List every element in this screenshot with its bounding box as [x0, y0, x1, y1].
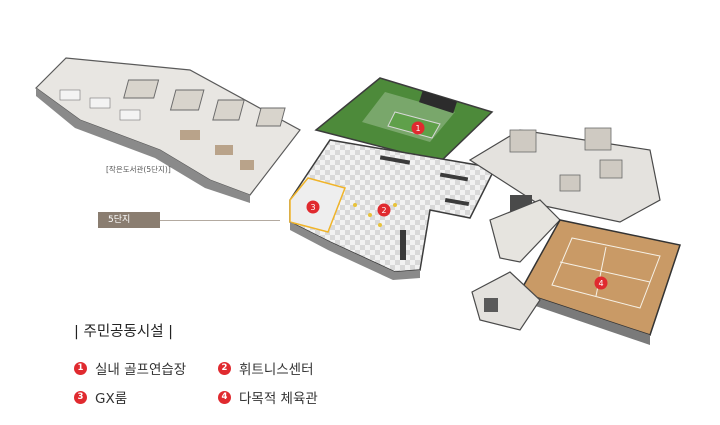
- south-block: [471, 271, 541, 331]
- legend-badge-3: 3: [74, 390, 87, 404]
- legend-item-1: 1 실내 골프연습장: [74, 358, 186, 378]
- legend-item-2: 2 휘트니스센터: [218, 358, 314, 378]
- golf-room-area: [314, 77, 494, 163]
- east-rooms-block: [468, 127, 661, 223]
- map-marker-1-label: 1: [415, 124, 420, 133]
- legend-item-3: 3 GX룸: [74, 387, 127, 407]
- legend-label-4: 다목적 체육관: [239, 391, 318, 407]
- map-marker-4: 4: [594, 276, 608, 290]
- legend-label-1: 실내 골프연습장: [95, 362, 187, 378]
- map-marker-4-label: 4: [598, 279, 603, 288]
- facility-legend: | 주민공동시설 | 1 실내 골프연습장 2 휘트니스센터 3 GX룸 4 다…: [74, 320, 354, 415]
- legend-badge-2: 2: [218, 361, 231, 375]
- map-marker-1: 1: [411, 121, 425, 135]
- fitness-gx-area: [289, 139, 497, 280]
- legend-label-3: GX룸: [95, 391, 128, 407]
- complex-tag-leader-line: [160, 220, 280, 221]
- map-marker-2: 2: [377, 203, 391, 217]
- legend-label-2: 휘트니스센터: [239, 362, 314, 378]
- library-building: [35, 57, 301, 203]
- map-marker-3-label: 3: [310, 203, 315, 212]
- corridor: [489, 199, 561, 263]
- legend-badge-1: 1: [74, 361, 87, 375]
- map-marker-3: 3: [306, 200, 320, 214]
- legend-title: | 주민공동시설 |: [74, 324, 174, 340]
- legend-item-4: 4 다목적 체육관: [218, 387, 318, 407]
- library-caption: [작은도서관(5단지)]: [106, 165, 171, 174]
- map-marker-2-label: 2: [381, 206, 386, 215]
- legend-badge-4: 4: [218, 390, 231, 404]
- complex-tag: 5단지: [98, 212, 160, 228]
